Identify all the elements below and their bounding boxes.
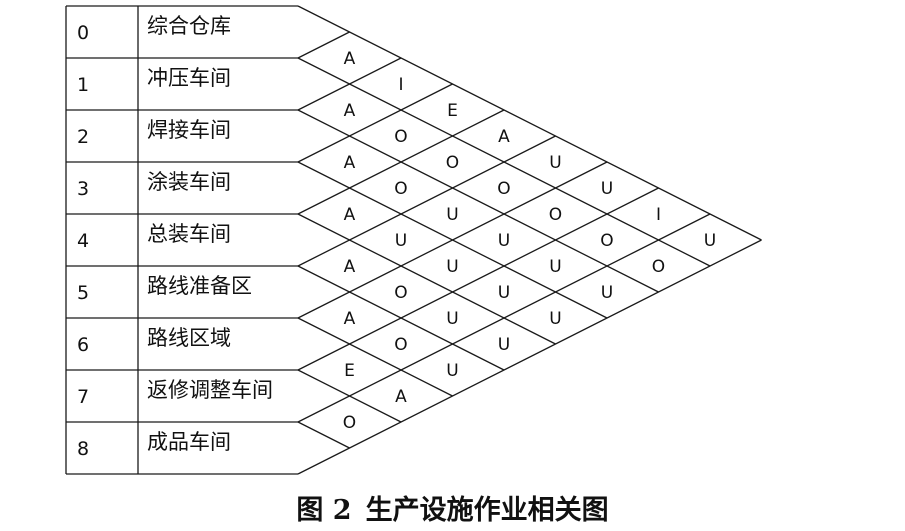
relation-code: A bbox=[344, 49, 356, 69]
grid-diagonal-up bbox=[297, 109, 505, 215]
relation-code: O bbox=[394, 335, 407, 355]
figure-title: 生产设施作业相关图 bbox=[365, 495, 609, 526]
facility-index: 3 bbox=[77, 178, 89, 200]
relation-code: U bbox=[549, 153, 561, 173]
relation-code: U bbox=[498, 231, 510, 251]
relation-code: O bbox=[497, 179, 510, 199]
relation-code: O bbox=[394, 127, 407, 147]
facility-index: 5 bbox=[77, 282, 89, 304]
grid-diagonal-down bbox=[297, 421, 350, 449]
relation-code: E bbox=[447, 101, 458, 121]
grid-diagonal-up bbox=[297, 239, 762, 475]
relation-code: E bbox=[344, 361, 355, 381]
relation-code: U bbox=[498, 283, 510, 303]
grid-diagonal-up bbox=[297, 213, 711, 423]
relation-code: A bbox=[498, 127, 510, 147]
relation-code: U bbox=[446, 257, 458, 277]
relation-code: O bbox=[549, 205, 562, 225]
grid-diagonal-down bbox=[297, 5, 762, 241]
relation-code: I bbox=[656, 205, 661, 225]
facility-index: 1 bbox=[77, 74, 89, 96]
chart-grid bbox=[65, 5, 762, 475]
relation-code: O bbox=[600, 231, 613, 251]
grid-diagonal-up bbox=[297, 57, 402, 111]
grid-diagonal-up bbox=[297, 83, 453, 163]
grid-diagonal-down bbox=[297, 213, 556, 345]
grid-diagonal-up bbox=[297, 135, 556, 267]
relation-code: O bbox=[446, 153, 459, 173]
facility-name: 综合仓库 bbox=[147, 14, 231, 38]
facility-name: 总装车间 bbox=[147, 222, 231, 246]
grid-diagonal-up bbox=[297, 161, 608, 319]
facility-name: 焊接车间 bbox=[147, 118, 231, 142]
relation-codes: A I E A U U I U A O O O O O O A O U U U U A U U U U A O U U A O U E A O bbox=[343, 49, 716, 433]
grid-diagonal-down bbox=[297, 317, 453, 397]
relation-code: U bbox=[395, 231, 407, 251]
figure-number: 图 2 bbox=[296, 495, 352, 526]
grid-diagonal-up bbox=[297, 187, 659, 371]
facility-index: 4 bbox=[77, 230, 89, 252]
grid-diagonal-down bbox=[297, 109, 659, 293]
facility-index: 0 bbox=[77, 22, 89, 44]
facility-name: 冲压车间 bbox=[147, 66, 231, 90]
facility-index: 6 bbox=[77, 334, 89, 356]
relation-code: U bbox=[446, 205, 458, 225]
relation-code: O bbox=[652, 257, 665, 277]
facility-index: 7 bbox=[77, 386, 89, 408]
facility-name: 返修调整车间 bbox=[147, 378, 273, 402]
facility-name: 成品车间 bbox=[147, 430, 231, 454]
relation-code: U bbox=[498, 335, 510, 355]
facility-labels: 0 综合仓库 1 冲压车间 2 焊接车间 3 涂装车间 4 总装车间 5 路线准备区 6 路线区域 7 返修调… bbox=[77, 14, 273, 460]
facility-name: 路线区域 bbox=[147, 326, 231, 350]
grid-diagonal-up bbox=[297, 31, 350, 59]
relation-code: A bbox=[344, 257, 356, 277]
relation-code: A bbox=[344, 153, 356, 173]
facility-name: 路线准备区 bbox=[147, 274, 252, 298]
relation-code: A bbox=[344, 309, 356, 329]
relation-code: A bbox=[344, 205, 356, 225]
relation-code: A bbox=[344, 101, 356, 121]
figure-caption: 图 2 生产设施作业相关图 bbox=[0, 488, 905, 527]
relation-code: O bbox=[343, 413, 356, 433]
relation-code: U bbox=[704, 231, 716, 251]
relation-code: O bbox=[394, 179, 407, 199]
facility-name: 涂装车间 bbox=[147, 170, 231, 194]
relation-code: A bbox=[395, 387, 407, 407]
relation-code: U bbox=[549, 257, 561, 277]
relation-code: O bbox=[394, 283, 407, 303]
facility-index: 8 bbox=[77, 438, 89, 460]
relation-code: U bbox=[446, 361, 458, 381]
relation-code: U bbox=[446, 309, 458, 329]
relation-code: U bbox=[601, 283, 613, 303]
relation-code: I bbox=[398, 75, 403, 95]
facility-index: 2 bbox=[77, 126, 89, 148]
relation-code: U bbox=[601, 179, 613, 199]
relation-code: U bbox=[549, 309, 561, 329]
